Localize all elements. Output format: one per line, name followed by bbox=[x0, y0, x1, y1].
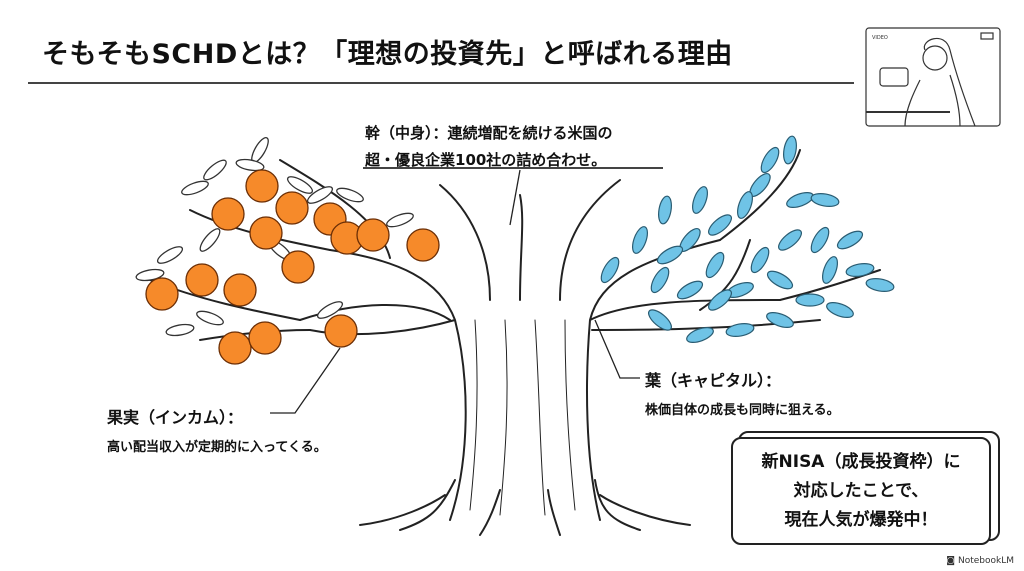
blue-leaf bbox=[750, 246, 770, 274]
fruit-pointer-line bbox=[270, 347, 341, 414]
trunk-label-underline bbox=[363, 167, 663, 169]
blue-leaf bbox=[766, 270, 794, 290]
orange-fruit bbox=[245, 169, 279, 203]
watermark-text: NotebookLM bbox=[957, 556, 1014, 566]
white-leaf bbox=[306, 186, 334, 204]
fruit-description: 高い配当収入が定期的に入ってくる。 bbox=[107, 440, 327, 455]
trunk-label-line2: 超・優良企業100社の詰め合わせ。 bbox=[365, 151, 607, 169]
orange-fruit bbox=[145, 277, 179, 311]
orange-fruit bbox=[218, 331, 252, 365]
blue-leaf bbox=[686, 327, 714, 343]
blue-leaf bbox=[766, 312, 794, 328]
blue-leaf bbox=[656, 245, 684, 265]
white-leaf bbox=[286, 176, 314, 194]
blue-leaf bbox=[865, 278, 895, 292]
nisa-callout: 新NISA（成長投資枠）に 対応したことで、 現在人気が爆発中！ bbox=[728, 431, 1000, 545]
blue-leaf bbox=[725, 323, 755, 337]
white-leaf bbox=[196, 310, 224, 326]
orange-fruit bbox=[248, 321, 282, 355]
orange-fruit bbox=[281, 250, 315, 284]
blue-leaf bbox=[632, 226, 648, 254]
orange-fruit bbox=[211, 197, 245, 231]
white-leaf bbox=[181, 180, 209, 196]
white-leaf bbox=[386, 212, 414, 228]
blue-leaf bbox=[658, 195, 672, 225]
fruit-heading: 果実（インカム）： bbox=[107, 408, 244, 427]
orange-fruit bbox=[324, 314, 358, 348]
leaves-description: 株価自体の成長も同時に狙える。 bbox=[645, 403, 840, 418]
orange-fruit bbox=[275, 191, 309, 225]
blue-leaf bbox=[778, 229, 802, 251]
blue-leaf bbox=[845, 263, 875, 277]
title-divider bbox=[28, 82, 854, 84]
leaves-heading: 葉（キャピタル）： bbox=[645, 371, 782, 390]
blue-leaf bbox=[705, 251, 725, 279]
blue-leaf bbox=[692, 186, 708, 214]
notebooklm-watermark: ◙ NotebookLM bbox=[946, 556, 1014, 566]
white-leaf bbox=[156, 246, 184, 264]
white-leaf bbox=[235, 158, 265, 172]
blue-leaf bbox=[783, 135, 797, 165]
blue-leaf bbox=[826, 302, 854, 318]
blue-leaf bbox=[708, 214, 732, 236]
slide-title: そもそもSCHDとは？「理想の投資先」と呼ばれる理由 bbox=[42, 39, 733, 70]
callout-line3: 現在人気が爆発中！ bbox=[784, 509, 938, 530]
notebooklm-logo-icon: ◙ bbox=[946, 556, 955, 566]
leaves-pointer-line bbox=[594, 319, 640, 379]
blue-leaf bbox=[648, 309, 672, 331]
blue-leaf bbox=[650, 266, 670, 294]
blue-leaf bbox=[708, 289, 732, 311]
blue-leaf bbox=[810, 226, 830, 254]
video-thumbnail: VIDEO bbox=[865, 27, 1001, 127]
white-leaf bbox=[199, 228, 221, 252]
blue-leaf bbox=[786, 192, 814, 208]
white-leaf bbox=[135, 268, 165, 282]
white-leaf bbox=[316, 301, 344, 319]
orange-fruit bbox=[185, 263, 219, 297]
callout-line1: 新NISA（成長投資枠）に bbox=[761, 451, 961, 472]
blue-leaf bbox=[810, 193, 840, 207]
trunk-pointer-line bbox=[509, 169, 521, 226]
white-leaf bbox=[336, 187, 364, 203]
trunk-label-line1: 幹（中身）：連続増配を続ける米国の bbox=[365, 124, 613, 142]
blue-leaf bbox=[676, 280, 704, 300]
blue-leaf bbox=[822, 256, 838, 284]
trunk-label: 幹（中身）：連続増配を続ける米国の 超・優良企業100社の詰め合わせ。 bbox=[365, 120, 613, 174]
fruit-label: 果実（インカム）： 高い配当収入が定期的に入ってくる。 bbox=[107, 404, 327, 455]
orange-fruit bbox=[249, 216, 283, 250]
blue-leaf bbox=[836, 230, 864, 250]
blue-leaf bbox=[737, 191, 753, 219]
callout-line2: 対応したことで、 bbox=[793, 480, 929, 501]
blue-leaf bbox=[795, 293, 825, 307]
orange-fruit bbox=[356, 218, 390, 252]
orange-fruit bbox=[406, 228, 440, 262]
leaves-label: 葉（キャピタル）： 株価自体の成長も同時に狙える。 bbox=[645, 367, 840, 418]
white-leaf bbox=[165, 323, 195, 337]
white-leaf bbox=[203, 159, 227, 181]
orange-fruit bbox=[223, 273, 257, 307]
video-label: VIDEO bbox=[872, 35, 888, 41]
blue-leaf bbox=[760, 146, 780, 174]
blue-leaf bbox=[600, 256, 620, 284]
